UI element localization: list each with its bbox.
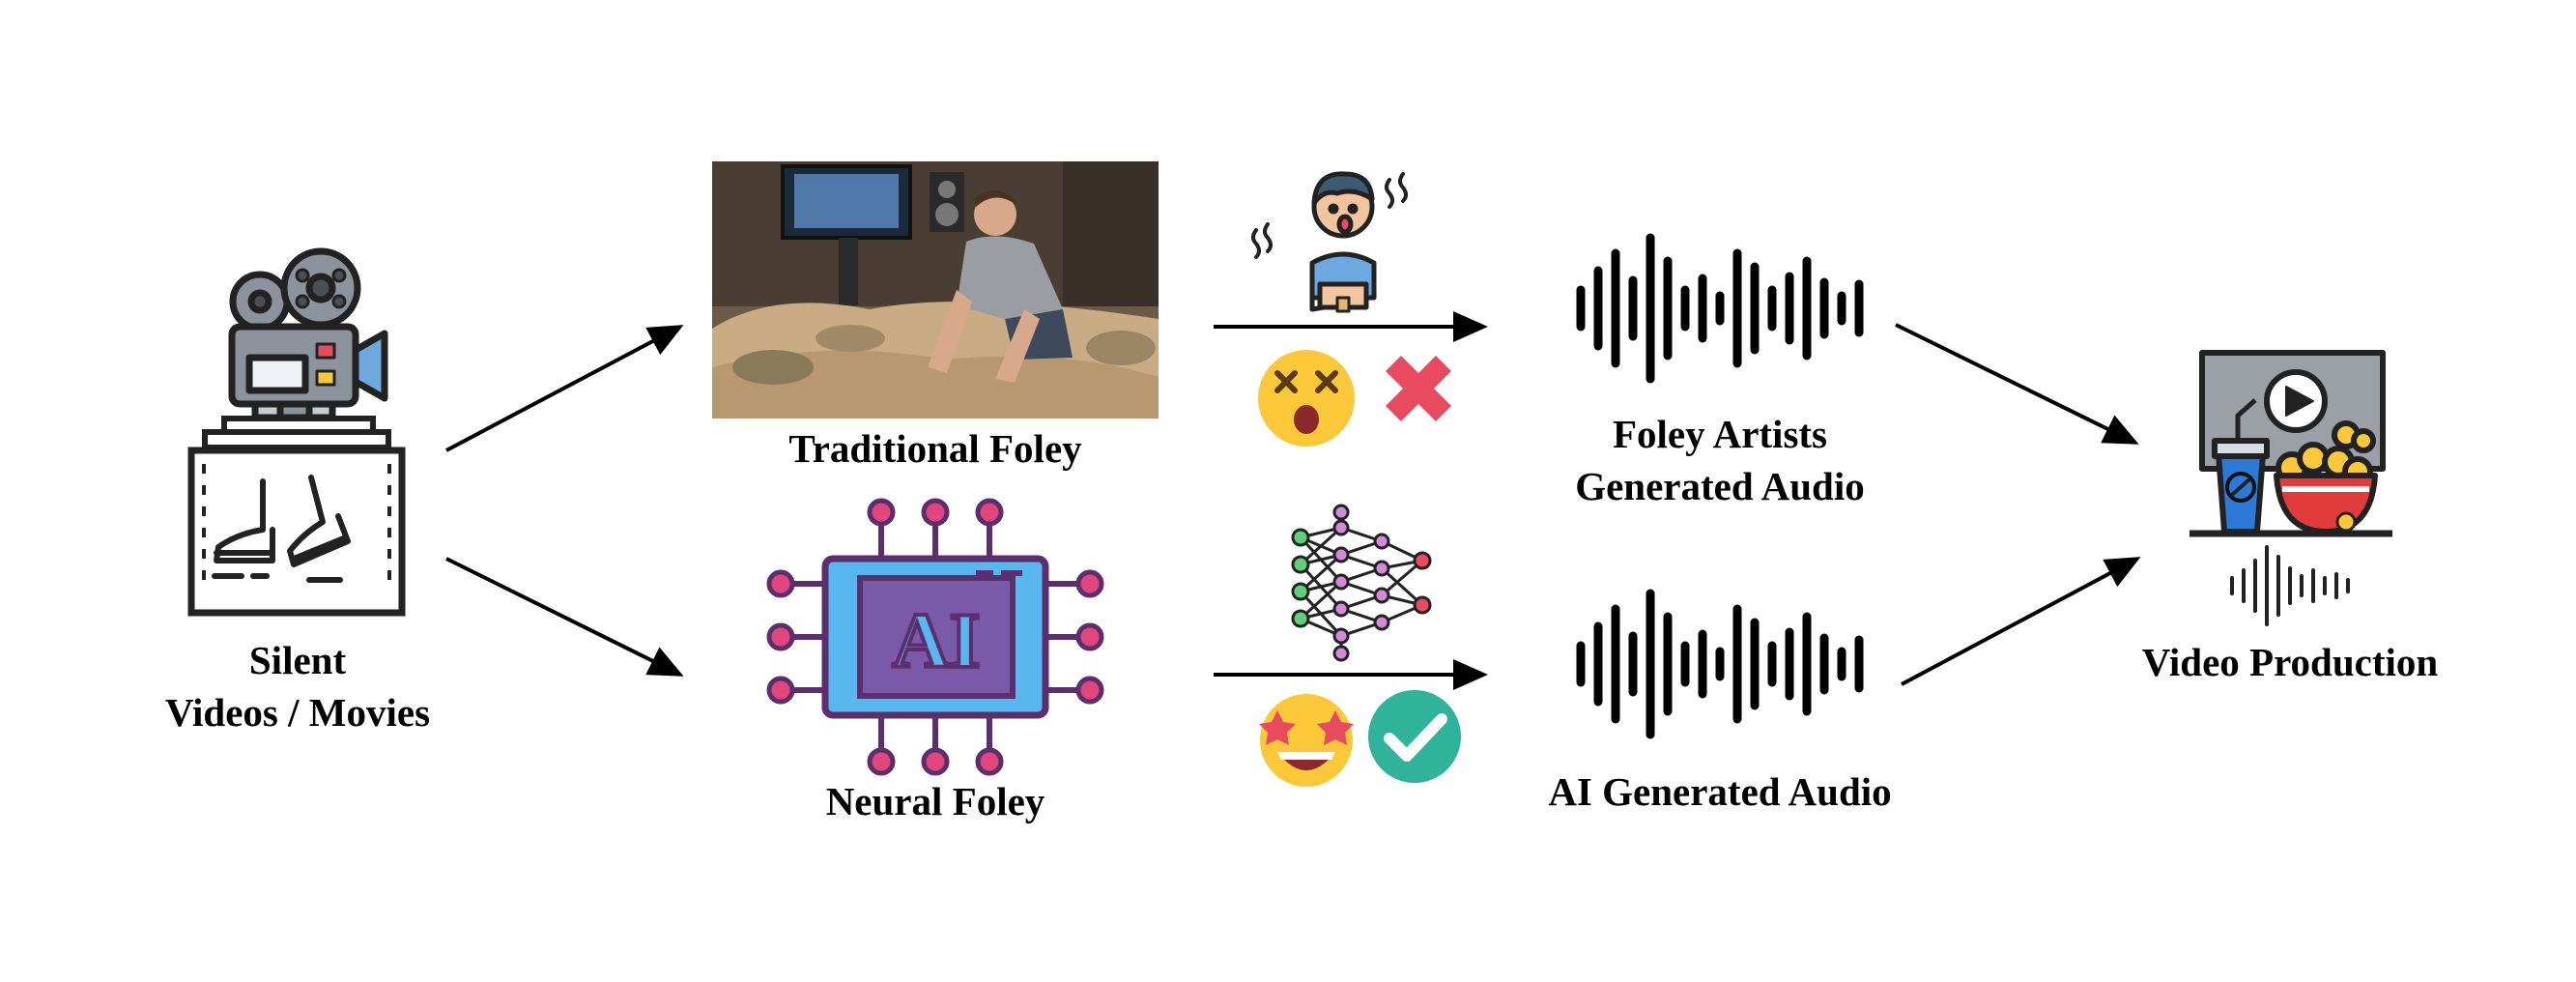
label-foley-artists-line2: Generated Audio — [1575, 464, 1865, 508]
label-foley-artists-line1: Foley Artists — [1612, 412, 1828, 456]
label-traditional-foley: Traditional Foley — [788, 426, 1082, 471]
tired-person-icon — [1251, 171, 1408, 313]
arrow-ai-audio-to-production — [1901, 557, 2141, 686]
audio-waveform-icon — [1576, 589, 1864, 739]
red-cross-icon — [1386, 356, 1451, 421]
star-struck-face-icon — [1259, 694, 1354, 787]
cinema-screen-icon — [2190, 350, 2392, 626]
audio-waveform-icon — [1576, 233, 1864, 384]
dizzy-face-icon — [1258, 350, 1355, 447]
label-foley-artists-audio: Foley Artists Generated Audio — [1507, 408, 1932, 512]
label-silent-line2: Videos / Movies — [164, 690, 431, 735]
neural-network-icon — [1291, 504, 1432, 662]
film-camera-icon — [228, 247, 388, 421]
chip-text: AI — [892, 596, 980, 684]
green-check-icon — [1368, 690, 1461, 783]
label-silent-line1: Silent — [248, 638, 347, 682]
ai-chip-icon: AI — [766, 498, 1104, 776]
label-ai-generated-audio: AI Generated Audio — [1548, 769, 1892, 814]
arrow-foley-audio-to-production — [1895, 323, 2139, 445]
foley-studio-photo — [712, 161, 1159, 419]
label-silent-videos: Silent Videos / Movies — [116, 634, 479, 738]
label-neural-foley: Neural Foley — [825, 779, 1045, 823]
arrow-silent-to-neural — [445, 557, 684, 677]
footsteps-screen-icon — [187, 416, 406, 617]
label-video-production: Video Production — [2141, 640, 2439, 684]
arrow-silent-to-traditional — [445, 325, 684, 452]
